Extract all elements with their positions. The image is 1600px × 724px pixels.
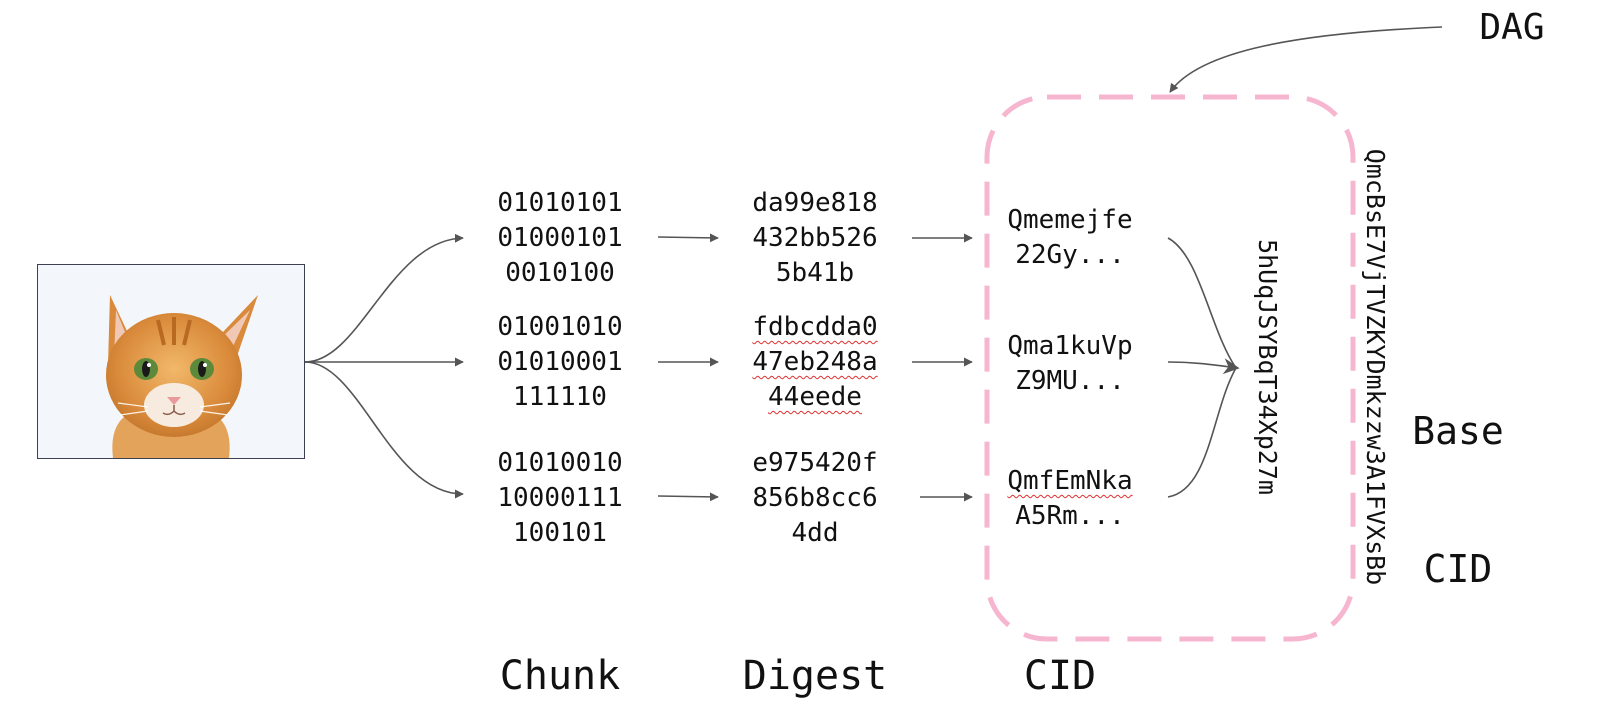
arrow-chunk-to-digest-3 [657, 492, 719, 502]
digest-1-line-1: da99e818 [752, 188, 878, 218]
cid-2-line-1: Qma1kuVp [1007, 331, 1133, 361]
chunk-1-line-2: 01000101 [497, 223, 623, 253]
base-cid-label: Base CID [1390, 316, 1526, 684]
chunk-2-line-3: 111110 [513, 382, 607, 412]
cid-2-line-2: Z9MU... [1015, 366, 1125, 396]
column-label-chunk: Chunk [499, 653, 621, 699]
chunk-3: 01010010 10000111 100101 [480, 446, 640, 551]
arrow-cid-1-to-base [1167, 237, 1237, 369]
cid-3: QmfEmNka A5Rm... [990, 464, 1150, 534]
digest-2: fdbcdda0 47eb248a 44eede [735, 310, 895, 415]
chunk-1: 01010101 01000101 0010100 [480, 186, 640, 291]
dag-dashed-frame [984, 94, 1356, 642]
digest-2-line-3: 44eede [768, 382, 862, 412]
digest-3: e975420f 856b8cc6 4dd [735, 446, 895, 551]
cid-3-line-1: QmfEmNka [1007, 466, 1133, 496]
arrow-dag-pointer [1169, 26, 1443, 93]
cid-2: Qma1kuVp Z9MU... [990, 329, 1150, 399]
kitten-photo-icon [106, 295, 258, 458]
digest-1-line-2: 432bb526 [752, 223, 878, 253]
input-image [37, 264, 305, 459]
arrow-cid-2-to-base [1167, 358, 1240, 375]
cid-1-line-2: 22Gy... [1015, 240, 1125, 270]
digest-3-line-3: 4dd [791, 518, 839, 548]
digest-3-line-1: e975420f [752, 448, 878, 478]
arrow-image-to-chunk-3 [304, 361, 464, 499]
base-cid-label-line-2: CID [1423, 547, 1493, 591]
chunk-3-line-2: 10000111 [497, 483, 623, 513]
cid-1-line-1: Qmemejfe [1007, 205, 1133, 235]
arrow-chunk-to-digest-1 [657, 233, 719, 243]
base-cid-label-line-1: Base [1412, 409, 1504, 453]
chunk-3-line-1: 01010010 [497, 448, 623, 478]
chunk-2-line-2: 01010001 [497, 347, 623, 377]
chunk-2: 01001010 01010001 111110 [480, 310, 640, 415]
chunk-1-line-1: 01010101 [497, 188, 623, 218]
column-label-cid: CID [1023, 653, 1097, 699]
column-label-digest: Digest [742, 653, 888, 699]
digest-2-line-1: fdbcdda0 [752, 312, 878, 342]
chunk-1-line-3: 0010100 [505, 258, 615, 288]
cid-3-line-2: A5Rm... [1015, 501, 1125, 531]
arrow-image-to-chunk-1 [304, 233, 464, 363]
digest-3-line-2: 856b8cc6 [752, 483, 878, 513]
chunk-3-line-3: 100101 [513, 518, 607, 548]
base-cid-value-line-2: 5hUqJSYBqT34Xp27m [1253, 239, 1282, 495]
digest-1-line-3: 5b41b [775, 258, 855, 288]
dag-label: DAG [1479, 7, 1545, 48]
chunk-2-line-1: 01001010 [497, 312, 623, 342]
digest-2-line-2: 47eb248a [752, 347, 878, 377]
arrow-cid-3-to-base [1167, 367, 1237, 498]
base-cid-value-line-1: QmcBsE7VjTVZKYDmkzzw3A1FVXsBb [1361, 148, 1390, 586]
digest-1: da99e818 432bb526 5b41b [735, 186, 895, 291]
cid-1: Qmemejfe 22Gy... [990, 203, 1150, 273]
